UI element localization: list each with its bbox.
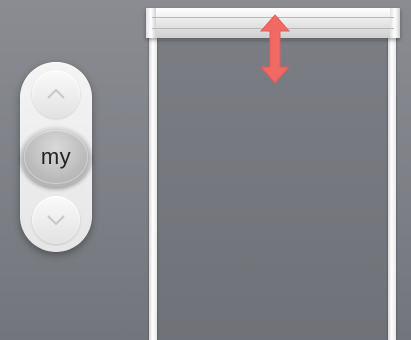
chevron-down-icon <box>43 207 69 233</box>
left-rail <box>149 30 157 340</box>
up-button[interactable] <box>32 70 80 118</box>
right-rail <box>388 30 396 340</box>
roller-shade <box>150 40 390 340</box>
headrail-end-cap-left <box>146 8 156 38</box>
chevron-up-icon <box>43 81 69 107</box>
my-button-ring <box>24 130 88 184</box>
headrail-end-cap-right <box>390 8 400 38</box>
remote-control: my <box>20 62 92 252</box>
my-button[interactable]: my <box>21 127 91 187</box>
down-button[interactable] <box>32 196 80 244</box>
up-down-arrow-icon <box>258 13 292 85</box>
